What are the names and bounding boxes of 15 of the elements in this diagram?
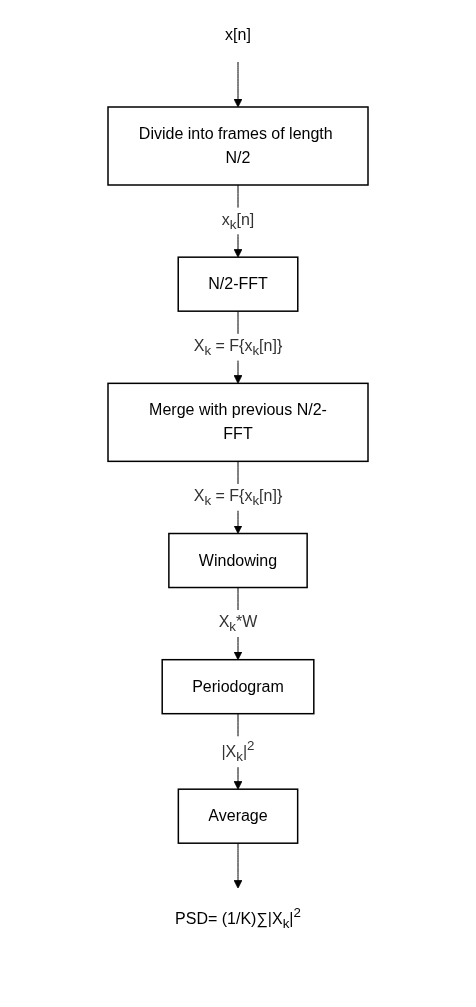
node-box: Average — [177, 788, 299, 844]
arrow — [233, 842, 243, 889]
node-text: PSD= (1/K)∑|X$_{k}$|$^{2}$ — [175, 905, 301, 931]
node-box: Merge with previous N/2-FFT — [107, 382, 369, 463]
edge-label: X$_{k}$ = F{x$_{k}$[n]} — [193, 486, 283, 509]
node-box: Divide into frames of length N/2 — [107, 106, 369, 186]
node-text: x[n] — [225, 26, 251, 43]
node-box: Periodogram — [161, 658, 315, 715]
arrow — [233, 61, 243, 108]
edge-label: x$_{k}$[n] — [221, 210, 255, 232]
edge-label: X$_{k}$*W — [218, 613, 258, 635]
edge-label: |X$_{k}$|$^{2}$ — [221, 738, 255, 764]
node-box: N/2-FFT — [177, 256, 299, 312]
edge-label: X$_{k}$ = F{x$_{k}$[n]} — [193, 336, 283, 358]
node-box: Windowing — [168, 532, 308, 589]
